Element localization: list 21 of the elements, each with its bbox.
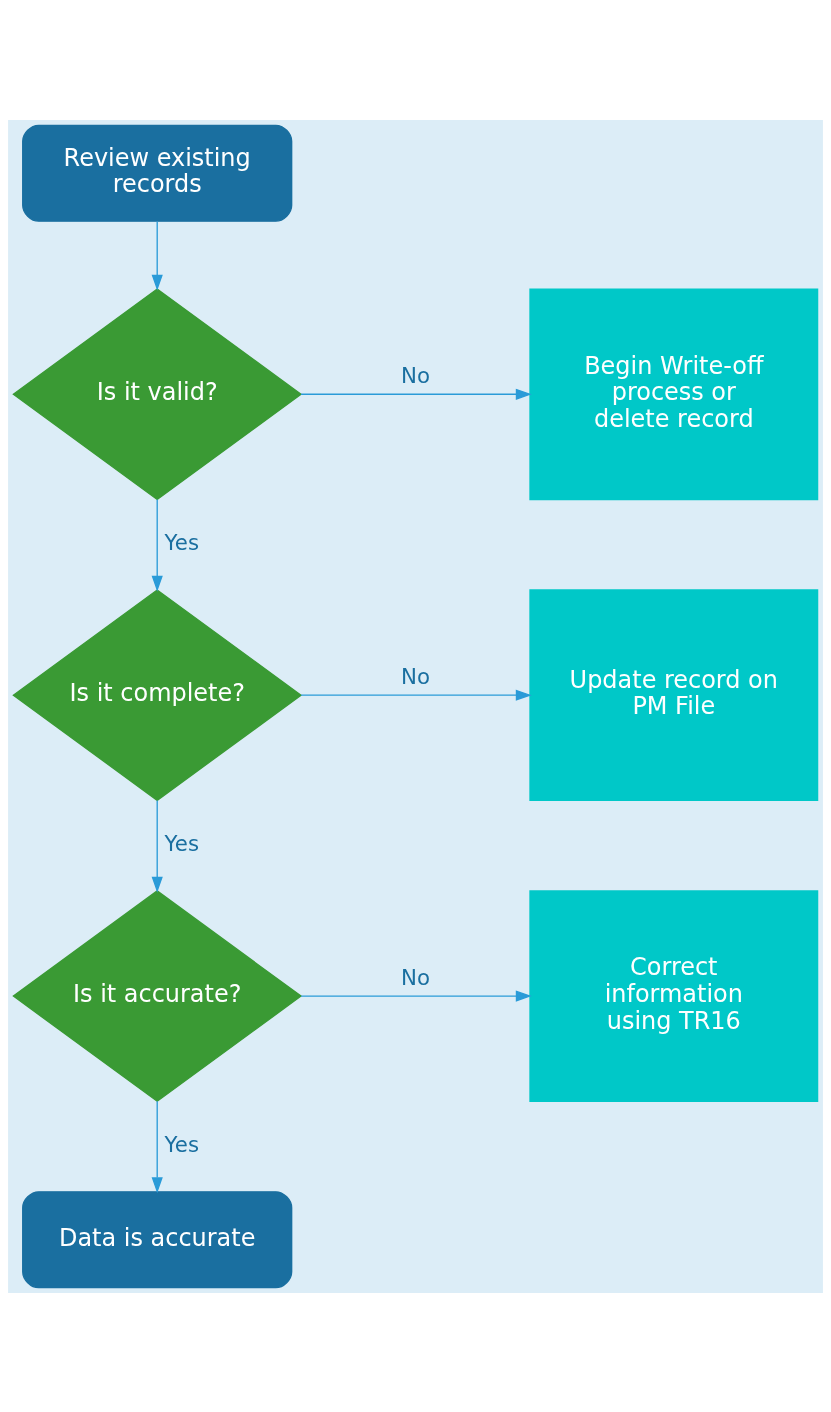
- arrow: [300, 990, 532, 1002]
- node-box: Correct information using TR16: [529, 889, 819, 1102]
- edge-label: No: [401, 663, 430, 689]
- arrow: [300, 388, 532, 400]
- arrow: [151, 1100, 163, 1193]
- node-diamond: Is it accurate?: [12, 889, 303, 1102]
- edge-label: No: [401, 964, 430, 990]
- node-diamond: Is it complete?: [12, 588, 303, 801]
- arrow: [151, 799, 163, 893]
- edge-label: Yes: [164, 1131, 200, 1157]
- edge-label: No: [401, 362, 430, 388]
- edge-label: Yes: [164, 830, 200, 856]
- node-box: Update record on PM File: [529, 588, 819, 801]
- node-diamond: Is it valid?: [12, 287, 303, 500]
- node-box: Review existing records: [22, 124, 293, 222]
- arrow: [300, 689, 532, 701]
- edge-label: Yes: [164, 529, 200, 555]
- node-box: Begin Write-off process or delete record: [529, 287, 819, 500]
- arrow: [151, 220, 163, 291]
- node-box: Data is accurate: [22, 1190, 293, 1288]
- arrow: [151, 498, 163, 592]
